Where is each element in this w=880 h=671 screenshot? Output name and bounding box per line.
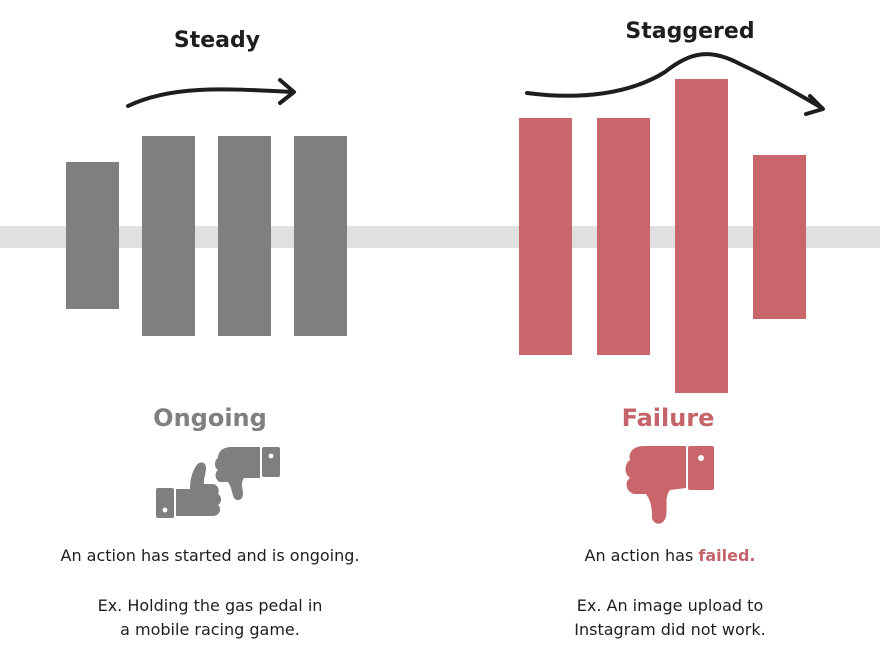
staggered-bar-2 [597, 118, 650, 355]
failure-description: An action has failed. [500, 544, 840, 568]
center-band [0, 226, 880, 248]
thumbs-down-icon-failure [625, 446, 714, 524]
steady-title: Steady [173, 28, 261, 53]
steady-arrow-icon [126, 78, 296, 108]
ongoing-example-line1: Ex. Holding the gas pedal in [97, 596, 323, 615]
failure-example-line2: Instagram did not work. [574, 620, 766, 639]
steady-bar-3 [218, 136, 271, 336]
staggered-bar-4 [753, 155, 806, 319]
ongoing-status-label: Ongoing [153, 404, 267, 432]
steady-bar-4 [294, 136, 347, 336]
ongoing-example-line2: a mobile racing game. [120, 620, 300, 639]
failure-description-highlight: failed. [698, 546, 756, 565]
staggered-title: Staggered [625, 19, 755, 44]
ongoing-description: An action has started and is ongoing. [60, 546, 360, 565]
failure-status-label: Failure [621, 404, 715, 432]
thumbs-down-icon-ongoing [215, 447, 280, 501]
thumbs-up-icon-ongoing [156, 462, 221, 518]
failure-example-line1: Ex. An image upload to [576, 596, 764, 615]
steady-bar-2 [142, 136, 195, 336]
staggered-arrow-icon [525, 52, 825, 116]
failure-description-prefix: An action has [584, 546, 699, 565]
staggered-bar-1 [519, 118, 572, 355]
steady-bar-1 [66, 162, 119, 309]
staggered-bar-3 [675, 79, 728, 393]
